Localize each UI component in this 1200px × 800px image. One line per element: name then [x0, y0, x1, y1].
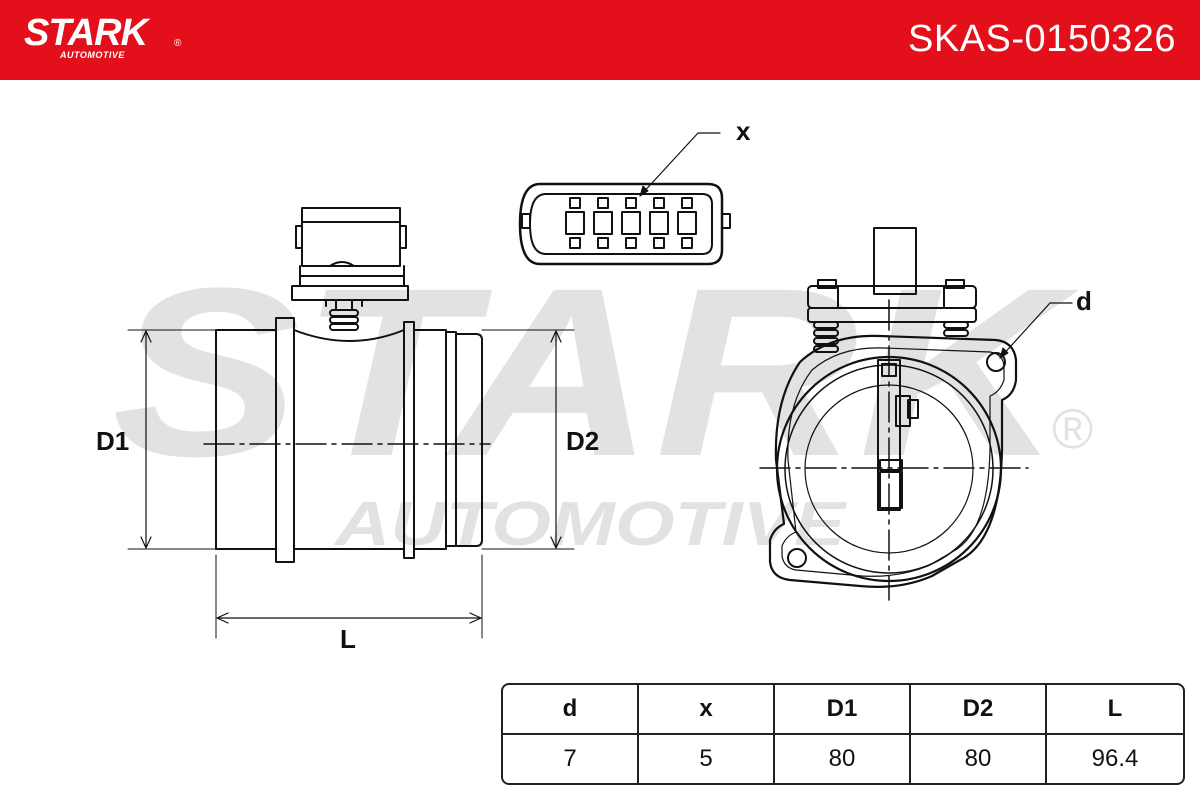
- spec-value-l: 96.4: [1091, 745, 1139, 772]
- side-view: [127, 207, 575, 639]
- spec-value-d2: 80: [911, 735, 1047, 783]
- side-inlet-tube: [215, 329, 277, 550]
- watermark-subtitle: AUTOMOTIVE: [333, 490, 848, 559]
- label-x: x: [736, 116, 751, 146]
- label-l: L: [340, 624, 356, 654]
- spec-value-d1: 80: [775, 735, 911, 783]
- brand-registered-mark: ®: [174, 38, 182, 49]
- part-number: SKAS-0150326: [908, 18, 1176, 60]
- spec-table-value-row: 7 5 80 80 96.4: [503, 735, 1183, 783]
- brand-name: STARK: [24, 12, 148, 54]
- spec-value-x: 5: [639, 735, 775, 783]
- spec-table: d x D1 D2 L 7 5 80 80 96.4: [501, 683, 1185, 785]
- side-flange-left: [275, 317, 295, 563]
- side-mount-plate: [291, 285, 409, 301]
- spec-value-d: 7: [503, 735, 639, 783]
- header-background: [0, 0, 1200, 80]
- spec-header-x: x: [639, 685, 775, 735]
- side-connector-housing: [301, 207, 401, 267]
- label-d: d: [1076, 286, 1092, 316]
- connector-pins: [565, 197, 697, 249]
- brand-logo: STARK ® AUTOMOTIVE: [24, 12, 181, 60]
- brand-subtitle: AUTOMOTIVE: [60, 50, 125, 60]
- spec-header-l: L: [1047, 685, 1183, 735]
- watermark-brand: STARK: [112, 238, 1079, 506]
- spec-header-d: d: [503, 685, 639, 735]
- front-view: [759, 227, 1073, 601]
- spec-table-header-row: d x D1 D2 L: [503, 685, 1183, 735]
- header-bar: STARK ® AUTOMOTIVE SKAS-0150326: [0, 0, 1200, 80]
- spec-header-d2: D2: [911, 685, 1047, 735]
- connector-face-view: [518, 132, 731, 266]
- side-flange-right: [403, 321, 415, 559]
- label-d2: D2: [566, 426, 600, 456]
- spec-header-d1: D1: [775, 685, 911, 735]
- label-d1: D1: [96, 426, 130, 456]
- front-connector-stem: [873, 227, 917, 295]
- watermark-registered-mark: ®: [1052, 397, 1093, 460]
